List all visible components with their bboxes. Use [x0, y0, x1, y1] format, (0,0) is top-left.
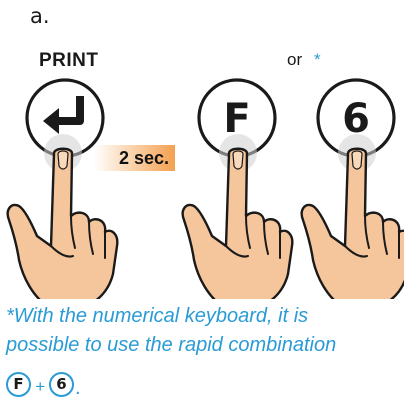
footnote-plus: +: [35, 377, 45, 396]
pointing-hand-icon: [181, 147, 294, 299]
footnote-f-key: F: [6, 371, 31, 397]
6-key: 6: [316, 78, 396, 158]
enter-key: [25, 78, 105, 158]
footnote: *With the numerical keyboard, it is poss…: [6, 302, 402, 360]
print-label: PRINT: [39, 50, 99, 71]
footnote-key-combination: F + 6 .: [6, 370, 81, 399]
footnote-line-2: possible to use the rapid combination: [6, 334, 337, 356]
or-label: or: [287, 50, 303, 69]
footnote-period: .: [74, 376, 81, 399]
pointing-hand-icon: [6, 147, 119, 299]
hold-duration-badge: 2 sec.: [94, 145, 175, 171]
footnote-6-key: 6: [48, 371, 74, 397]
footnote-line-1: *With the numerical keyboard, it is: [6, 305, 309, 327]
f-key: F: [197, 78, 277, 158]
key-press-diagram: F 6: [6, 78, 404, 299]
step-label: a.: [30, 4, 50, 28]
enter-arrow-icon: [43, 96, 84, 134]
pointing-hand-icon: [300, 147, 404, 299]
or-asterisk: *: [314, 50, 321, 69]
